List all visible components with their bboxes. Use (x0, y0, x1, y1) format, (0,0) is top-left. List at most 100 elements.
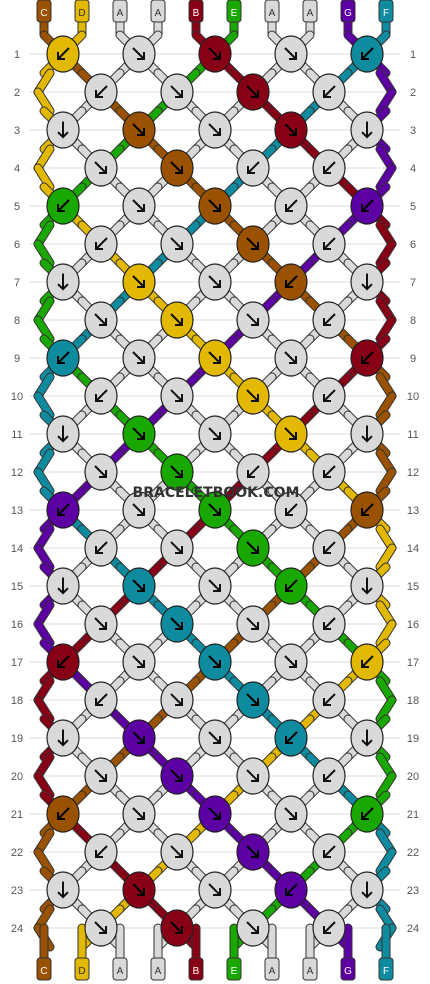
knot[interactable] (274, 795, 308, 833)
knot[interactable] (160, 225, 194, 263)
knot[interactable] (84, 605, 118, 643)
knot[interactable] (198, 35, 232, 73)
knot[interactable] (350, 795, 384, 833)
knot[interactable] (274, 263, 308, 301)
knot[interactable] (160, 681, 194, 719)
knot[interactable] (122, 187, 156, 225)
knot[interactable] (236, 377, 270, 415)
knot[interactable] (312, 681, 346, 719)
knot[interactable] (350, 263, 384, 301)
knot[interactable] (122, 643, 156, 681)
knot[interactable] (312, 529, 346, 567)
knot[interactable] (236, 909, 270, 947)
knot[interactable] (198, 415, 232, 453)
knot[interactable] (236, 529, 270, 567)
knot[interactable] (236, 225, 270, 263)
knot[interactable] (122, 871, 156, 909)
knot[interactable] (160, 605, 194, 643)
knot[interactable] (84, 453, 118, 491)
knot[interactable] (84, 909, 118, 947)
knot[interactable] (122, 263, 156, 301)
knot[interactable] (350, 415, 384, 453)
knot[interactable] (46, 643, 80, 681)
knot[interactable] (160, 833, 194, 871)
knot[interactable] (350, 35, 384, 73)
knot[interactable] (312, 453, 346, 491)
knot[interactable] (236, 833, 270, 871)
knot[interactable] (350, 719, 384, 757)
knot[interactable] (46, 795, 80, 833)
knot[interactable] (236, 149, 270, 187)
knot[interactable] (198, 491, 232, 529)
knot[interactable] (312, 909, 346, 947)
knot[interactable] (84, 73, 118, 111)
knot[interactable] (46, 871, 80, 909)
knot[interactable] (312, 605, 346, 643)
knot[interactable] (198, 871, 232, 909)
knot[interactable] (84, 833, 118, 871)
knot[interactable] (46, 35, 80, 73)
knot[interactable] (312, 73, 346, 111)
knot[interactable] (350, 491, 384, 529)
knot[interactable] (198, 187, 232, 225)
knot[interactable] (274, 339, 308, 377)
knot[interactable] (122, 35, 156, 73)
knot[interactable] (122, 111, 156, 149)
knot[interactable] (236, 757, 270, 795)
knot[interactable] (198, 263, 232, 301)
knot[interactable] (274, 415, 308, 453)
knot[interactable] (46, 567, 80, 605)
knot[interactable] (160, 73, 194, 111)
knot[interactable] (274, 111, 308, 149)
knot[interactable] (122, 719, 156, 757)
knot[interactable] (312, 225, 346, 263)
knot[interactable] (274, 719, 308, 757)
knot[interactable] (350, 339, 384, 377)
knot[interactable] (160, 149, 194, 187)
knot[interactable] (312, 377, 346, 415)
knot[interactable] (350, 111, 384, 149)
knot[interactable] (46, 111, 80, 149)
knot[interactable] (84, 301, 118, 339)
knot[interactable] (84, 681, 118, 719)
knot[interactable] (236, 681, 270, 719)
knot[interactable] (84, 149, 118, 187)
knot[interactable] (236, 605, 270, 643)
knot[interactable] (236, 73, 270, 111)
knot[interactable] (350, 643, 384, 681)
knot[interactable] (198, 719, 232, 757)
knot[interactable] (46, 263, 80, 301)
knot[interactable] (160, 909, 194, 947)
knot[interactable] (312, 757, 346, 795)
knot[interactable] (46, 187, 80, 225)
knot[interactable] (198, 339, 232, 377)
knot[interactable] (350, 871, 384, 909)
knot[interactable] (122, 567, 156, 605)
knot[interactable] (160, 453, 194, 491)
knot[interactable] (198, 567, 232, 605)
knot[interactable] (122, 415, 156, 453)
knot[interactable] (160, 377, 194, 415)
knot[interactable] (46, 719, 80, 757)
knot[interactable] (122, 795, 156, 833)
knot[interactable] (198, 111, 232, 149)
knot[interactable] (350, 567, 384, 605)
knot[interactable] (198, 795, 232, 833)
knot[interactable] (84, 225, 118, 263)
knot[interactable] (274, 643, 308, 681)
knot[interactable] (160, 757, 194, 795)
knot[interactable] (312, 149, 346, 187)
knot[interactable] (274, 491, 308, 529)
knot[interactable] (198, 643, 232, 681)
knot[interactable] (236, 453, 270, 491)
knot[interactable] (46, 491, 80, 529)
knot[interactable] (160, 301, 194, 339)
knot[interactable] (312, 301, 346, 339)
knot[interactable] (46, 415, 80, 453)
knot[interactable] (274, 567, 308, 605)
knot[interactable] (84, 757, 118, 795)
knot[interactable] (84, 529, 118, 567)
knot[interactable] (122, 491, 156, 529)
knot[interactable] (274, 187, 308, 225)
knot[interactable] (160, 529, 194, 567)
